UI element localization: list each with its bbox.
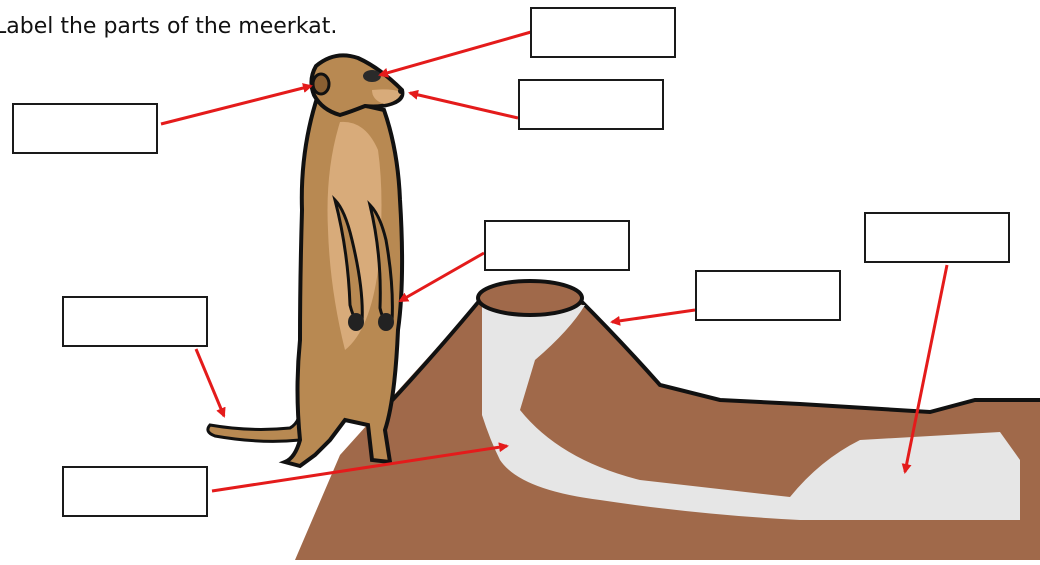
arrow-chamber [901,264,949,474]
instruction-text: Label the parts of the meerkat. [0,14,338,39]
label-box-tail[interactable] [62,296,208,347]
arrow-tail [194,348,226,418]
burrow-entrance [476,279,584,317]
arrow-eye [378,30,532,78]
burrow-tunnel [482,303,1020,520]
meerkat-paw-left [348,313,364,331]
arrow-ear [160,83,313,126]
arrow-tunnel [211,442,509,493]
label-box-chamber[interactable] [864,212,1010,263]
label-box-ear[interactable] [12,103,158,154]
mound-outline [383,298,1040,415]
arrow-nose [408,89,519,120]
meerkat-paw-right [378,313,394,331]
label-box-paw[interactable] [484,220,630,271]
label-box-eye[interactable] [530,7,676,58]
meerkat-nose [398,88,404,94]
soil-ground [295,300,1040,560]
meerkat-ear [311,72,331,96]
pointer-arrows [160,30,949,493]
meerkat-eye [363,70,381,82]
label-box-nose[interactable] [518,79,664,130]
meerkat-belly [327,121,382,350]
meerkat [206,53,405,469]
label-box-tunnel[interactable] [62,466,208,517]
label-box-mound[interactable] [695,270,841,321]
arrow-mound [610,308,696,326]
meerkat-snout [372,89,402,104]
arrow-paw [398,251,485,303]
